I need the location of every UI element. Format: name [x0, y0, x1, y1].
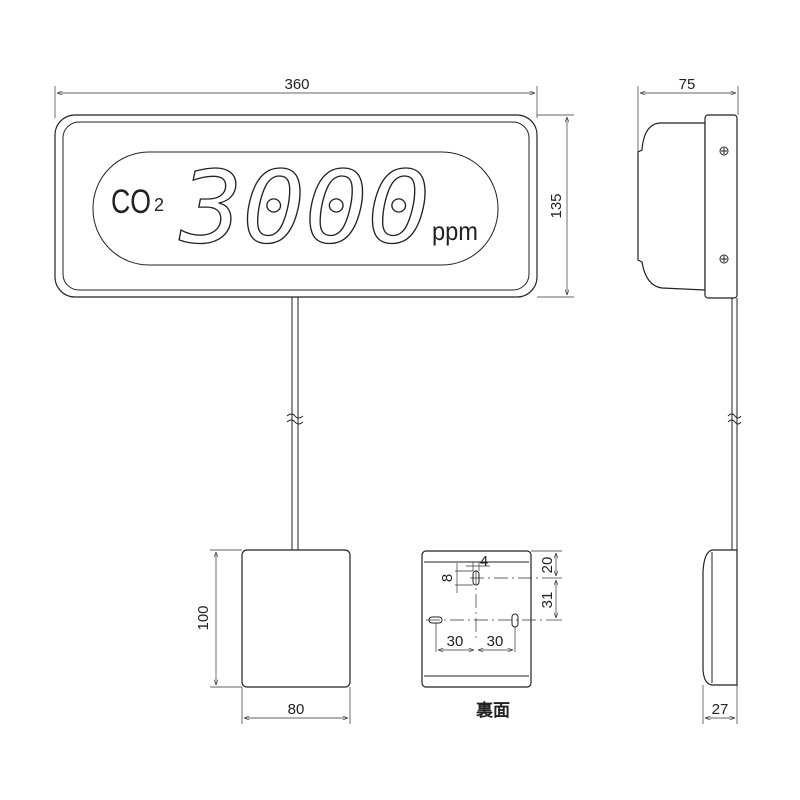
display-housing — [54, 114, 538, 298]
co-label: CO — [111, 183, 151, 221]
slot-width-dimension: 4 — [480, 553, 488, 570]
top-offset-dimension: 20 — [539, 557, 556, 574]
co2-reading: 3000 — [179, 149, 430, 266]
depth-dimension: 75 — [679, 76, 696, 93]
sensor-cable — [286, 297, 304, 550]
screw-icon — [719, 146, 729, 156]
screw-icon — [719, 254, 729, 264]
pitch-right-dimension: 30 — [487, 633, 504, 650]
sensor-width-dimension: 80 — [288, 701, 305, 718]
back-view-caption: 裏面 — [475, 700, 510, 720]
sensor-height-dimension: 100 — [195, 605, 212, 630]
mounting-slot-top — [472, 570, 480, 586]
display-window — [92, 151, 499, 266]
sensor-depth-dimension: 27 — [712, 701, 729, 718]
sensor-front-view: 100 80 — [195, 549, 351, 724]
pitch-left-dimension: 30 — [447, 633, 464, 650]
display-bezel — [62, 121, 530, 291]
side-view: 75 27 — [637, 76, 742, 724]
co-subscript: 2 — [154, 195, 164, 215]
slot-height-dimension: 8 — [439, 574, 456, 582]
width-dimension: 360 — [284, 76, 309, 93]
mounting-slot-left — [428, 616, 443, 624]
unit-label: ppm — [432, 216, 478, 246]
front-view: 360 135 CO 2 3000 ppm — [54, 76, 574, 298]
vertical-pitch-dimension: 31 — [539, 592, 556, 609]
sensor-back-view: 30 30 8 4 20 31 裏面 — [421, 550, 562, 720]
height-dimension: 135 — [548, 193, 565, 218]
